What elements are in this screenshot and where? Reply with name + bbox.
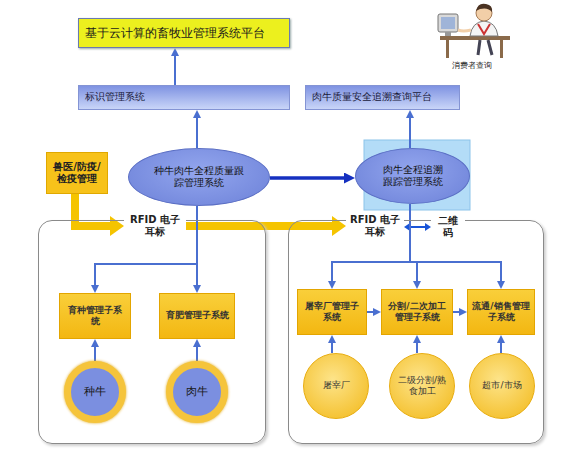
stage-container: RFID 电子耳标二维码屠宰厂管理子系统分割/二次加工管理子系统流通/销售管理子… [288,220,544,444]
source-circle: 种牛 [64,361,126,423]
connector-arrow [416,343,418,353]
node-text: 兽医/防疫/检疫管理 [49,161,105,186]
connector-arrow [270,176,344,180]
system-ellipse: 种牛肉牛全程质量跟踪管理系统 [128,148,270,206]
connector-arrow [409,118,411,148]
node-text: 屠宰厂管理子系统 [302,301,362,324]
connector-arrow [196,206,198,285]
node-text: 肉牛 [186,385,208,399]
connector-arrow [332,204,410,281]
node-text: 标识管理系统 [85,91,145,104]
connector-arrow [94,347,96,361]
connector-arrow [410,226,425,228]
header-tab: RFID 电子耳标 [124,212,186,240]
system-box: 肉牛质量安全追溯查询平台 [305,85,460,110]
connector-arrow [174,56,176,85]
node-text: 肉牛质量安全追溯查询平台 [312,91,432,104]
connector-arrow [95,206,197,285]
subsystem-box: 流通/销售管理子系统 [467,289,535,335]
node-text: 二维码 [434,215,462,239]
node-text: 超市/市场 [482,380,521,391]
system-ellipse: 肉牛全程追溯跟踪管理系统 [355,148,470,204]
node-text: 流通/销售管理子系统 [472,301,530,324]
code-tab: 二维码 [431,212,465,242]
flow-arrow [186,222,332,230]
source-circle: 肉牛 [166,361,228,423]
connector-arrow [196,347,198,361]
subsystem-box: 分割/二次加工管理子系统 [381,289,453,335]
node-text: 屠宰厂 [323,380,350,391]
subsystem-box: 育肥管理子系统 [159,293,235,339]
connector-arrow [500,343,502,353]
node-text: 分割/二次加工管理子系统 [386,301,448,324]
connector-arrow [367,311,373,313]
header-tab: RFID 电子耳标 [346,212,404,240]
management-box: 兽医/防疫/检疫管理 [46,152,108,194]
flow-arrow [75,194,110,226]
node-text: 育种管理子系统 [64,305,126,328]
node-text: 种牛 [84,385,106,399]
node-text: 肉牛全程追溯跟踪管理系统 [380,164,445,189]
platform-title-box: 基于云计算的畜牧业管理系统平台 [78,18,290,48]
connector-arrow [410,204,501,281]
site-circle: 二级分割/熟食加工 [389,353,455,419]
subsystem-box: 育种管理子系统 [59,293,131,339]
subsystem-box: 屠宰厂管理子系统 [297,289,367,335]
node-text: 种牛肉牛全程质量跟踪管理系统 [153,165,245,190]
consumer-illustration [438,4,510,58]
connector-arrow [196,118,198,148]
site-circle: 屠宰厂 [303,353,369,419]
connector-arrow [453,311,459,313]
node-text: 育肥管理子系统 [166,310,229,321]
system-box: 标识管理系统 [78,85,290,110]
caption-label: 消费者查询 [452,60,492,71]
site-circle: 超市/市场 [469,353,535,419]
node-text: 二级分割/熟食加工 [396,375,448,398]
stage-container: RFID 电子耳标育种管理子系统育肥管理子系统种牛肉牛 [38,220,266,444]
node-text: 基于云计算的畜牧业管理系统平台 [85,26,265,41]
connector-arrow [331,343,333,353]
connector-arrow [410,204,417,281]
